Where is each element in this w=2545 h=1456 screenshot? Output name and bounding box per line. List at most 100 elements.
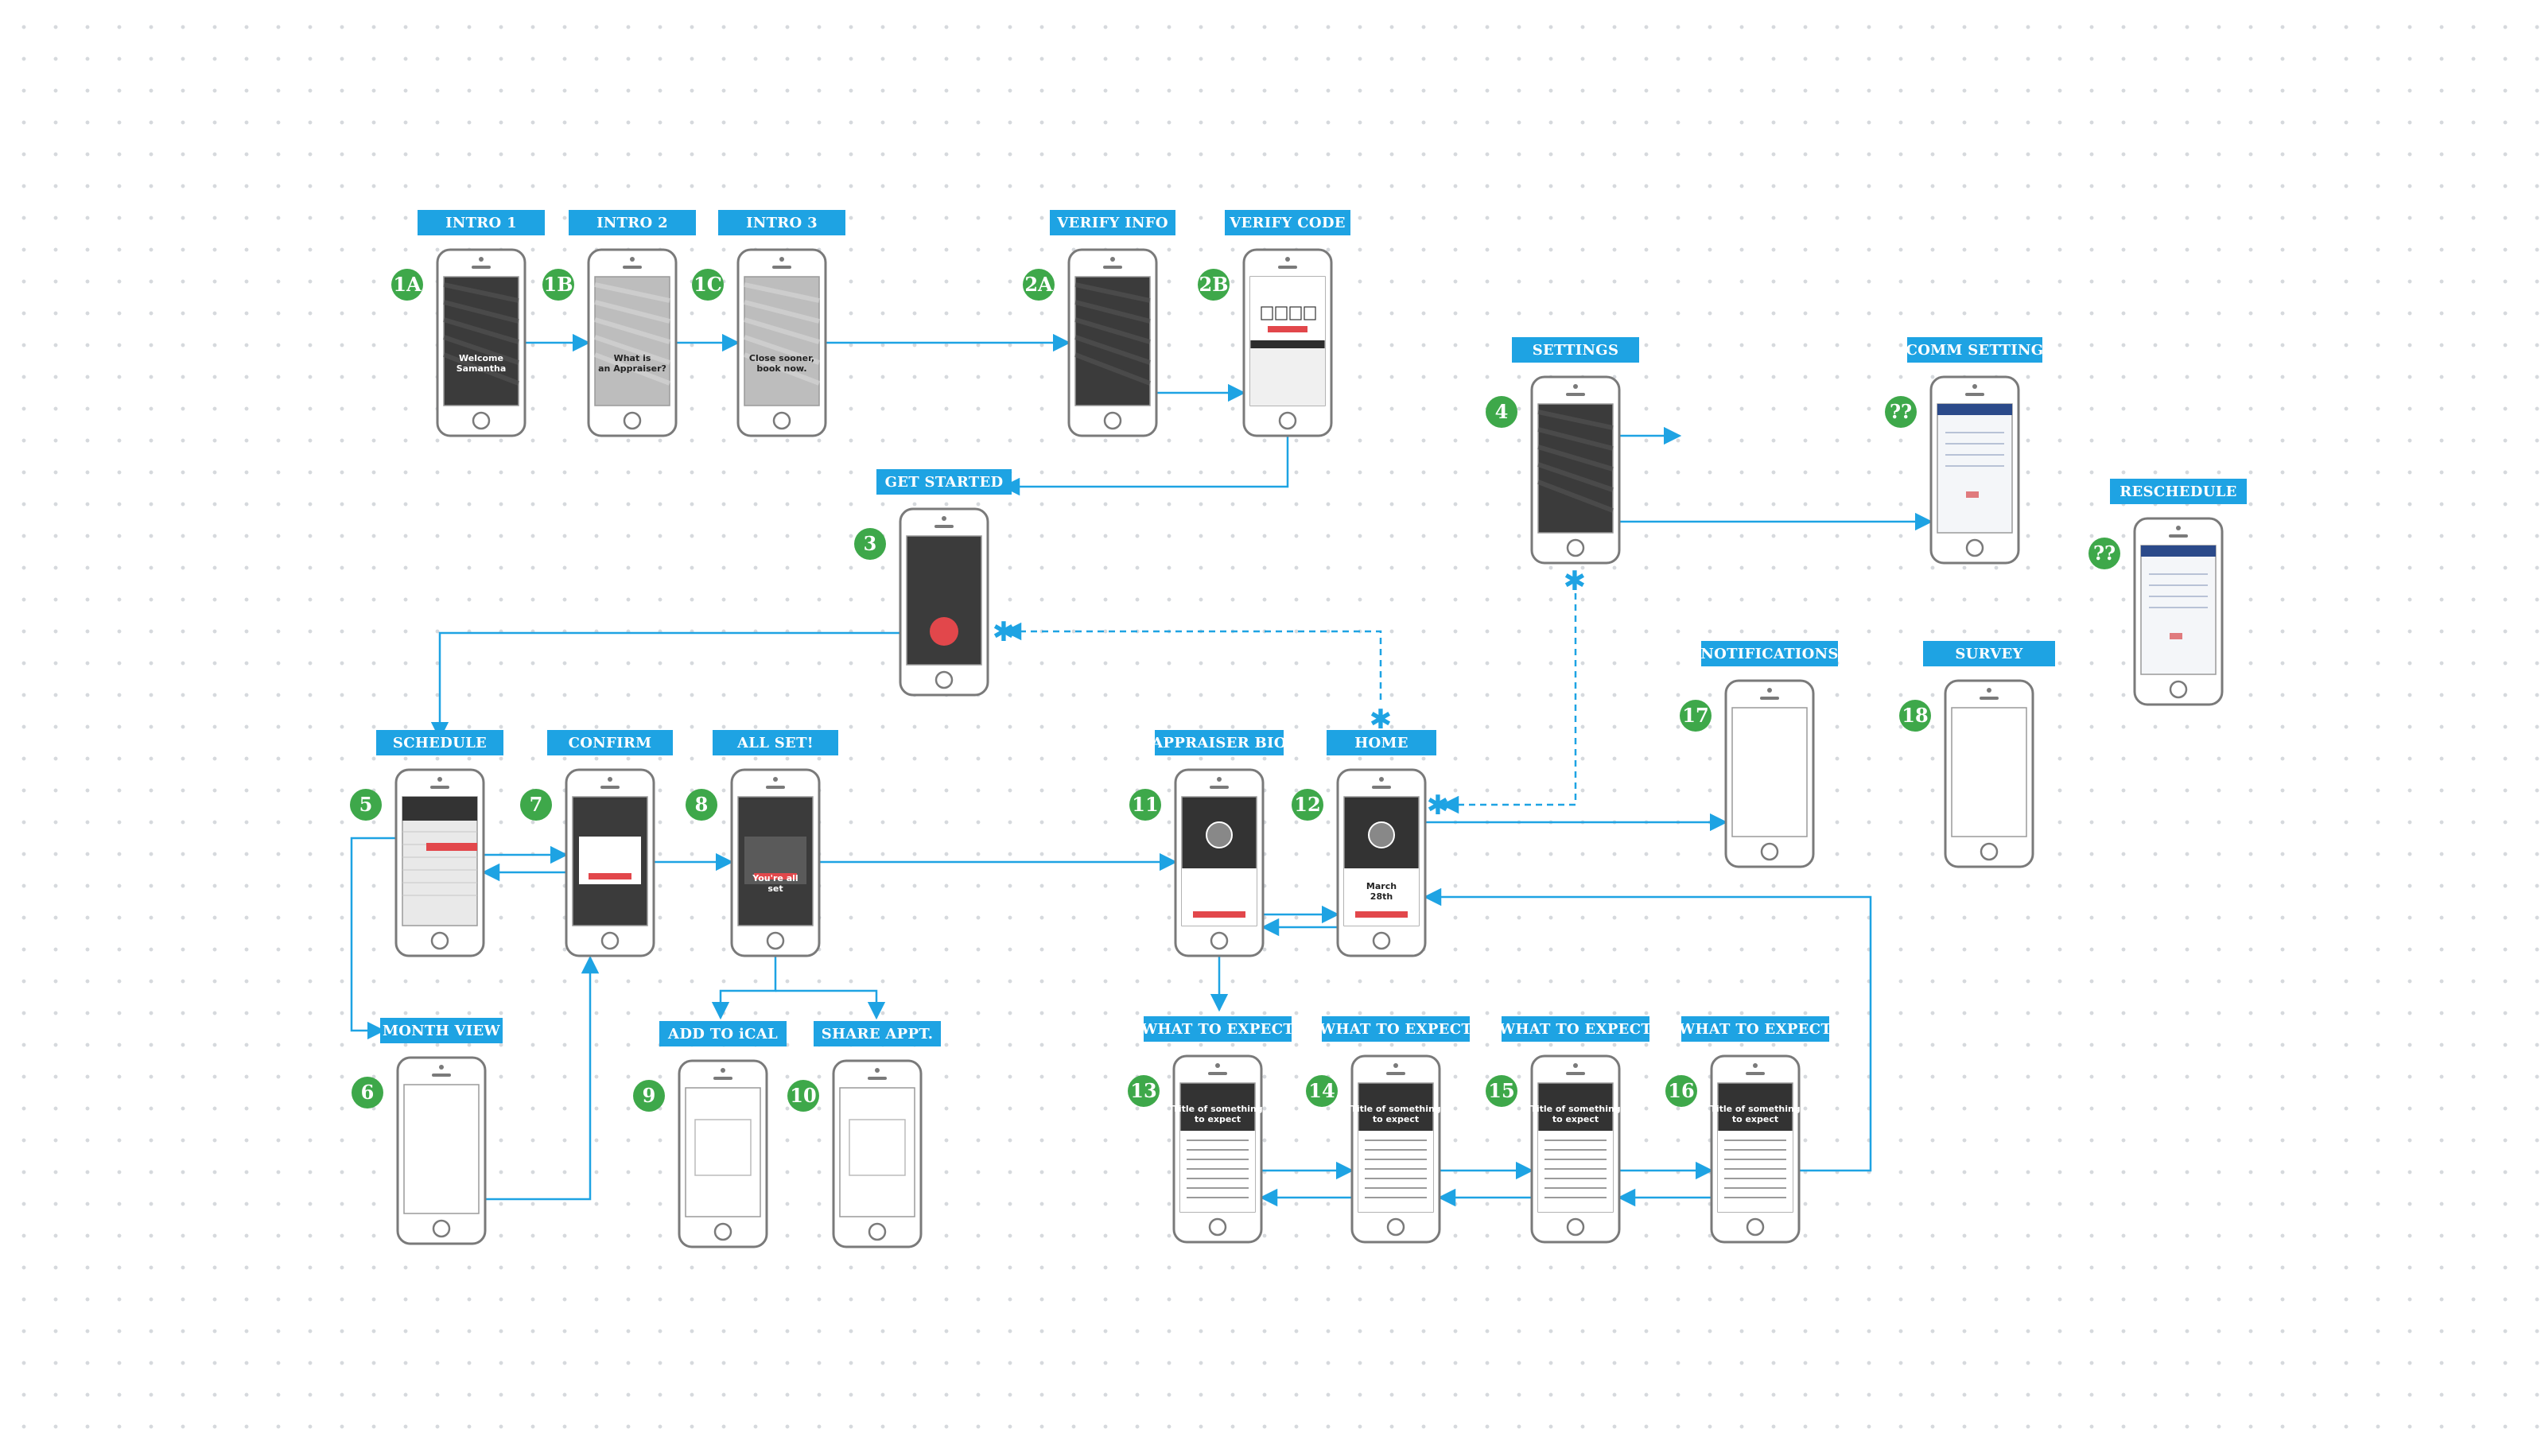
dashed-link-asterisk-icon: ✱ <box>1564 565 1587 597</box>
form-header <box>1937 404 2012 415</box>
screen-tag <box>1512 337 1639 363</box>
screen-tag-label: WHAT TO EXPECT <box>1319 1021 1472 1038</box>
home-button-icon <box>1965 538 1984 557</box>
step-badge <box>352 1077 383 1109</box>
step-badge <box>1680 700 1712 732</box>
camera-icon <box>1987 688 1991 693</box>
photo-texture <box>1074 352 1152 386</box>
avatar <box>1206 821 1233 848</box>
screen-tag-label: ALL SET! <box>736 735 814 751</box>
speaker-icon <box>472 266 491 269</box>
phone-screen <box>403 1084 480 1214</box>
screen-tag <box>659 1021 787 1046</box>
camera-icon <box>1110 257 1115 262</box>
speaker-icon <box>1372 786 1391 789</box>
connector-all-set-to-share-appt <box>775 989 886 1020</box>
home-button-icon <box>1208 1217 1227 1237</box>
step-badge-label: 1B <box>544 273 573 296</box>
step-badge <box>633 1080 665 1112</box>
modal-button[interactable] <box>754 873 797 879</box>
step-badge-label: 6 <box>361 1081 375 1104</box>
screen-tag-label: APPRAISER BIO <box>1151 735 1287 751</box>
speaker-icon <box>1746 1072 1765 1075</box>
selected-slot[interactable] <box>426 843 477 851</box>
screen-tag-label: NOTIFICATIONS <box>1700 646 1838 662</box>
speaker-icon <box>1208 1072 1227 1075</box>
home-button-icon <box>772 411 791 430</box>
submit-button[interactable] <box>1268 326 1307 332</box>
action-button[interactable] <box>1193 911 1245 918</box>
camera-icon <box>608 777 612 782</box>
screen-reschedule[interactable]: RESCHEDULE?? <box>2088 479 2247 706</box>
home-button-icon <box>934 670 954 689</box>
get-started-button[interactable] <box>930 617 958 646</box>
screen-tag-label: VERIFY INFO <box>1056 215 1168 231</box>
connector-verify-code-to-get-started <box>1001 436 1289 496</box>
connector-get-started-to-schedule <box>430 631 900 740</box>
screen-tag-label: SURVEY <box>1955 646 2023 662</box>
step-badge-label: 8 <box>695 793 709 816</box>
speaker-icon <box>772 266 791 269</box>
screen-tag <box>1155 730 1284 755</box>
home-button-icon <box>472 411 491 430</box>
photo-texture <box>593 352 671 386</box>
speaker-icon <box>1386 1072 1405 1075</box>
step-badge-label: 12 <box>1294 793 1320 816</box>
speaker-icon <box>623 266 642 269</box>
photo-texture <box>1537 462 1614 492</box>
camera-icon <box>1767 688 1772 693</box>
step-badge-label: 1C <box>694 273 722 296</box>
screen-tag-label: INTRO 1 <box>445 215 517 231</box>
screen-share-appt[interactable]: SHARE APPT.10 <box>787 1021 941 1248</box>
screen-tag-label: RESCHEDULE <box>2120 483 2236 500</box>
screen-tag <box>1144 1016 1292 1042</box>
screen-comm-setting[interactable]: COMM SETTING?? <box>1885 337 2043 565</box>
speaker-icon <box>713 1077 732 1080</box>
form-button[interactable] <box>1966 491 1979 498</box>
camera-icon <box>1285 257 1290 262</box>
step-badge <box>1665 1075 1697 1107</box>
screen-tag-label: SCHEDULE <box>393 735 487 751</box>
keypad <box>1250 348 1325 406</box>
modal-button[interactable] <box>589 873 631 879</box>
screen-tag <box>1050 210 1175 235</box>
step-badge-label: 7 <box>530 793 543 816</box>
step-badge <box>1198 269 1230 301</box>
camera-icon <box>439 1065 444 1070</box>
connector-all-set-to-add-ical <box>711 956 777 1020</box>
step-badge-label: 15 <box>1488 1079 1514 1102</box>
screen-tag <box>718 210 845 235</box>
action-button[interactable] <box>1355 911 1408 918</box>
camera-icon <box>1573 384 1578 389</box>
code-digit-box <box>1304 306 1316 320</box>
step-badge-label: 2B <box>1199 273 1229 296</box>
form-button[interactable] <box>2170 633 2182 639</box>
home-button-icon <box>1746 1217 1765 1237</box>
step-badge <box>1306 1075 1338 1107</box>
photo-texture <box>443 300 519 324</box>
